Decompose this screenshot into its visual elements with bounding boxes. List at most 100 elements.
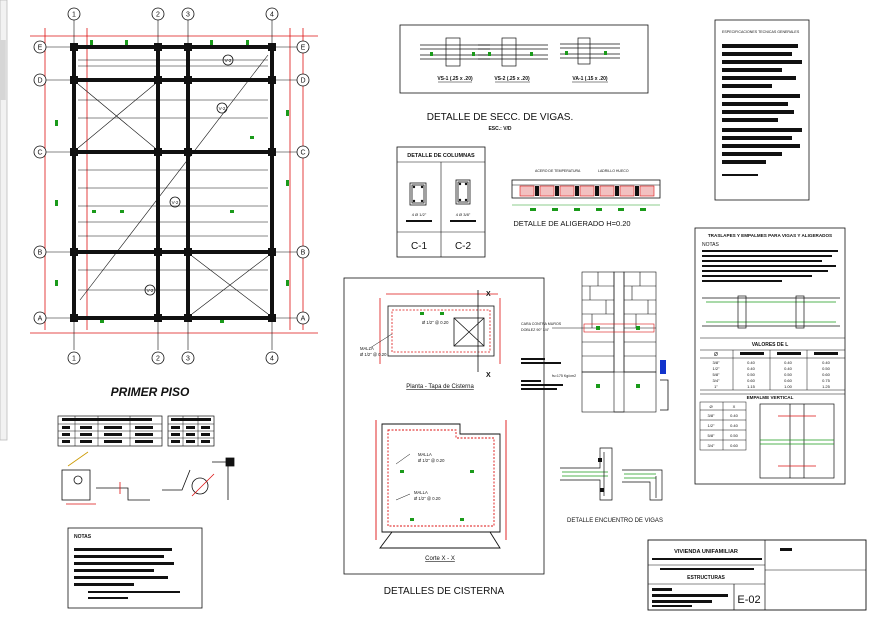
cistern-detail: X X MALLA Ø 1/2" @ 0.20 Ø 1/2" @ 0.20 Pl… [343,277,545,597]
vertical-diameter: 3/4" [708,443,716,448]
left-edge-strip [0,0,8,441]
axis-label-left: A [38,316,43,323]
malla-bar: Ø 1/2" @ 0.20 [418,458,445,463]
splice-value: 0.40 [747,360,756,365]
schedule-tables [57,415,215,447]
specifications-panel: ESPECIFICACIONES TECNICAS GENERALES [714,19,810,201]
malla-bar: Ø 1/2" @ 0.20 [422,320,449,325]
values-col-head: Ø [714,352,718,358]
splice-value: 0.60 [822,372,831,377]
malla-bar: Ø 1/2" @ 0.20 [414,496,441,501]
axis-label-right: B [301,250,306,257]
beam-detail-title: DETALLE DE SECC. DE VIGAS. [427,112,574,123]
beam-section-label: VS-1 (.25 x .20) [437,76,473,82]
junction-title: DETALLE ENCUENTRO DE VIGAS [567,518,663,524]
values-title: VALORES DE L [752,342,789,348]
axis-label-top: 3 [186,12,190,19]
vertical-diameter: 3/8" [708,413,716,418]
splice-diameter: 1" [714,384,718,389]
column-detail-title: DETALLE DE COLUMNAS [407,153,475,159]
splice-value: 0.40 [784,366,793,371]
splice-diameter: 3/4" [713,378,721,383]
vertical-value: 0.40 [730,423,739,428]
slab-title: DETALLE DE ALIGERADO H=0.20 [513,219,630,228]
vertical-splice-title: EMPALME VERTICAL [747,395,794,400]
malla-label: MALLA [360,346,374,351]
slab-detail: ACERO DE TEMPERATURA LADRILLO HUECO DETA… [511,169,661,228]
axis-label-bottom: 3 [186,356,190,363]
cistern-title: DETALLES DE CISTERNA [384,586,505,597]
malla-bar: Ø 1/2" @ 0.20 [360,352,387,357]
plan-tag: V-2 [172,200,179,205]
vertical-value: 0.50 [730,433,739,438]
column-rebar: 4 Ø 1/2" [412,212,427,217]
axis-label-bottom: 1 [72,356,76,363]
axis-label-right: E [301,45,306,52]
title-block: VIVIENDA UNIFAMILIAR ESTRUCTURAS E-02 [647,539,867,611]
malla-label: MALLA [418,452,432,457]
plan-tag: V-2 [225,58,232,63]
discipline-name: ESTRUCTURAS [687,575,725,581]
splice-value: 0.40 [822,360,831,365]
beam-section-label: VS-2 (.25 x .20) [494,76,530,82]
beam-sections-detail: VS-1 (.25 x .20) VS-2 (.25 x .20) VA-1 (… [399,24,649,132]
specs-title: ESPECIFICACIONES TECNICAS GENERALES [722,30,800,34]
section-mark-bottom: X [486,372,491,379]
axis-label-top: 2 [156,12,160,19]
hook-details [61,451,235,505]
wall-detail: CARA CONTRA MUROS DOBLEZ 90° 1/4" fs=175… [521,271,669,413]
vertical-value: 0.60 [730,443,739,448]
column-rebar: 4 Ø 3/8" [456,212,471,217]
splice-diameter: 3/8" [713,360,721,365]
splice-value: 0.40 [784,360,793,365]
wall-note: CARA CONTRA MUROS [521,322,562,326]
axis-label-right: A [301,316,306,323]
column-label: C-2 [455,241,472,252]
vertical-value: 0.40 [730,413,739,418]
slab-note: LADRILLO HUECO [598,169,629,173]
axis-label-top: 1 [72,12,76,19]
splice-value: 0.60 [747,378,756,383]
beam-junction-detail: DETALLE ENCUENTRO DE VIGAS [560,447,663,524]
axis-label-bottom: 4 [270,356,274,363]
splice-diameter: 5/8" [713,372,721,377]
splice-value: 0.40 [747,366,756,371]
sheet-number: E-02 [737,594,760,606]
splices-panel: TRASLAPES Y EMPALMES PARA VIGAS Y ALIGER… [694,227,846,485]
floor-plan: V-2 V-2 V-2 V-2 1 2 3 4 1 2 3 4 E [30,7,318,399]
splice-value: 0.75 [822,378,831,383]
axis-label-bottom: 2 [156,356,160,363]
axis-label-left: C [37,150,42,157]
project-name: VIVIENDA UNIFAMILIAR [674,549,738,555]
splice-diameter: 1/2" [713,366,721,371]
splice-value: 1.00 [784,384,793,389]
cistern-plan-caption: Planta - Tapa de Cisterna [406,384,474,390]
vertical-head: Ø [709,404,712,409]
axis-label-right: C [300,150,305,157]
wall-note: DOBLEZ 90° 1/4" [521,328,550,332]
splices-notes-title: NOTAS [702,242,720,248]
plan-tag: V-2 [147,288,154,293]
malla-label: MALLA [414,490,428,495]
splice-value: 0.50 [784,372,793,377]
splice-value: 0.60 [784,378,793,383]
column-detail: DETALLE DE COLUMNAS 4 Ø 1/2" 4 Ø 3/8" C-… [396,146,486,258]
splice-value: 1.25 [822,384,831,389]
slab-note: ACERO DE TEMPERATURA [535,169,581,173]
plan-tag: V-2 [219,106,226,111]
column-label: C-1 [411,241,428,252]
notes-title: NOTAS [74,534,92,540]
vertical-diameter: 1/2" [708,423,716,428]
splice-value: 1.15 [747,384,756,389]
plan-title: PRIMER PISO [111,385,190,399]
vertical-head: X [733,404,736,409]
section-mark-top: X [486,291,491,298]
axis-label-right: D [300,78,305,85]
notes-box: NOTAS [67,527,203,609]
axis-label-top: 4 [270,12,274,19]
splice-value: 0.50 [822,366,831,371]
splices-title: TRASLAPES Y EMPALMES PARA VIGAS Y ALIGER… [708,233,832,238]
beam-section-label: VA-1 (.15 x .20) [572,76,608,82]
axis-label-left: B [38,250,43,257]
